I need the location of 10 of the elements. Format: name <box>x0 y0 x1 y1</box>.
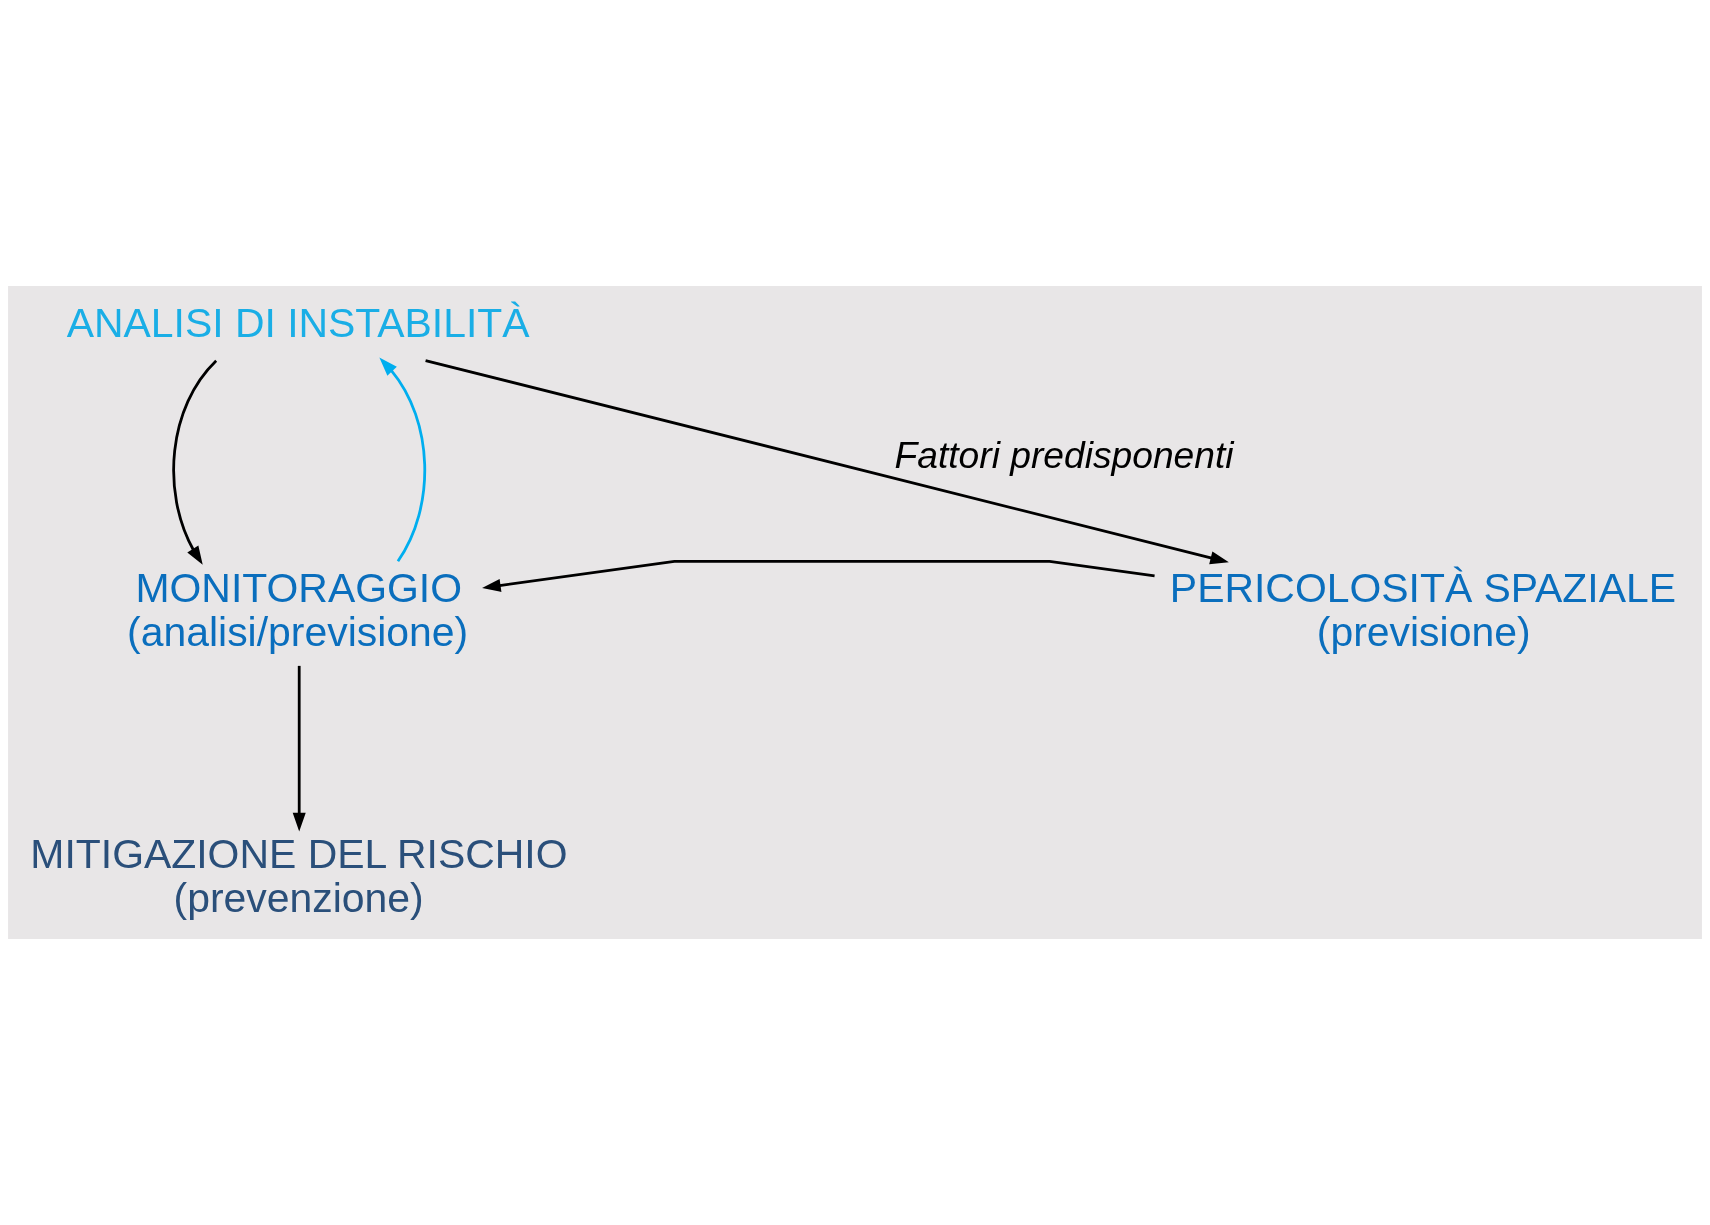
arrow <box>379 357 427 562</box>
arrow <box>292 665 306 832</box>
edge-label: Fattori predisponenti <box>894 434 1234 477</box>
arrow <box>172 359 218 565</box>
node-text: MONITORAGGIO (analisi/previsione) <box>127 564 469 656</box>
node-text: PERICOLOSITÀ SPAZIALE (previsione) <box>1169 564 1677 656</box>
node-text: ANALISI DI INSTABILITÀ <box>66 300 530 347</box>
node-text: MITIGAZIONE DEL RISCHIO (prevenzione) <box>30 830 568 922</box>
arrow <box>425 359 1229 565</box>
arrow <box>482 559 1155 592</box>
